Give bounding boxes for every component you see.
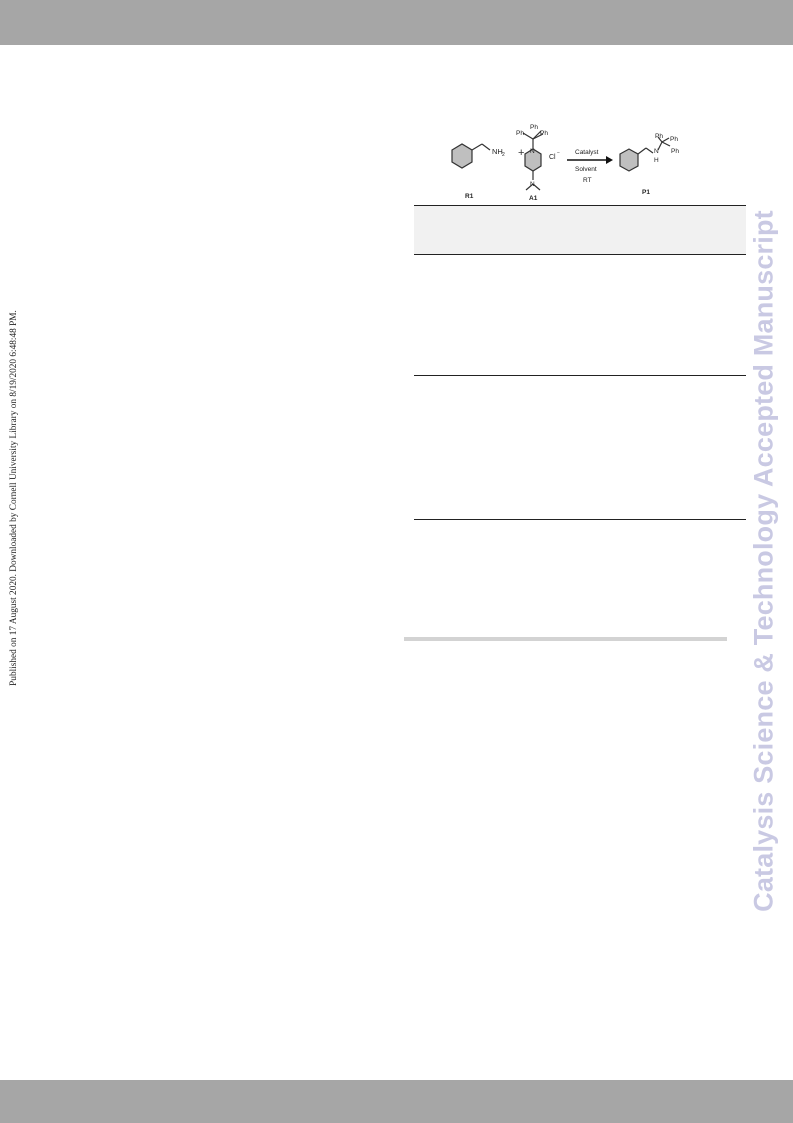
compound-label-r1: R1	[465, 193, 474, 200]
table-footer-rule	[404, 637, 727, 641]
rt-label: RT	[583, 177, 592, 184]
product-structure	[619, 136, 671, 172]
nh2-label: NH	[492, 147, 503, 156]
catalyst-label: Catalyst	[575, 149, 599, 156]
reaction-arrow	[567, 156, 613, 164]
journal-watermark: Catalysis Science & Technology Accepted …	[748, 210, 779, 912]
product-ph-label-1: Ph	[655, 133, 663, 140]
pyridinium-structure	[522, 130, 544, 191]
amine-n-label: N	[530, 181, 535, 188]
nh2-subscript: 2	[502, 152, 505, 158]
plus-sign: +	[518, 147, 524, 159]
ph-label-1: Ph	[516, 130, 524, 137]
top-bar	[0, 0, 793, 45]
product-ph-label-2: Ph	[670, 136, 678, 143]
benzylamine-structure	[451, 143, 491, 169]
chloride-charge: −	[557, 150, 560, 156]
table-header-rule	[414, 254, 746, 255]
chloride-label: Cl	[549, 154, 556, 161]
bottom-bar	[0, 1080, 793, 1123]
solvent-label: Solvent	[575, 166, 597, 173]
product-n-label: N	[654, 148, 659, 155]
compound-label-a1: A1	[529, 195, 538, 202]
table-section-rule	[414, 375, 746, 376]
publication-note: Published on 17 August 2020. Downloaded …	[9, 310, 19, 686]
table-header-row	[414, 206, 746, 254]
ph-label-2: Ph	[530, 124, 538, 131]
table-top-rule	[414, 205, 746, 206]
product-h-label: H	[654, 157, 659, 164]
ph-label-3: Ph	[540, 130, 548, 137]
table-bottom-rule	[414, 519, 746, 520]
compound-label-p1: P1	[642, 189, 650, 196]
pyridinium-n-label: N	[530, 148, 535, 155]
product-ph-label-3: Ph	[671, 148, 679, 155]
reaction-scheme: NH 2 + Ph Ph Ph N Cl − N Catalyst Solven…	[451, 124, 679, 202]
